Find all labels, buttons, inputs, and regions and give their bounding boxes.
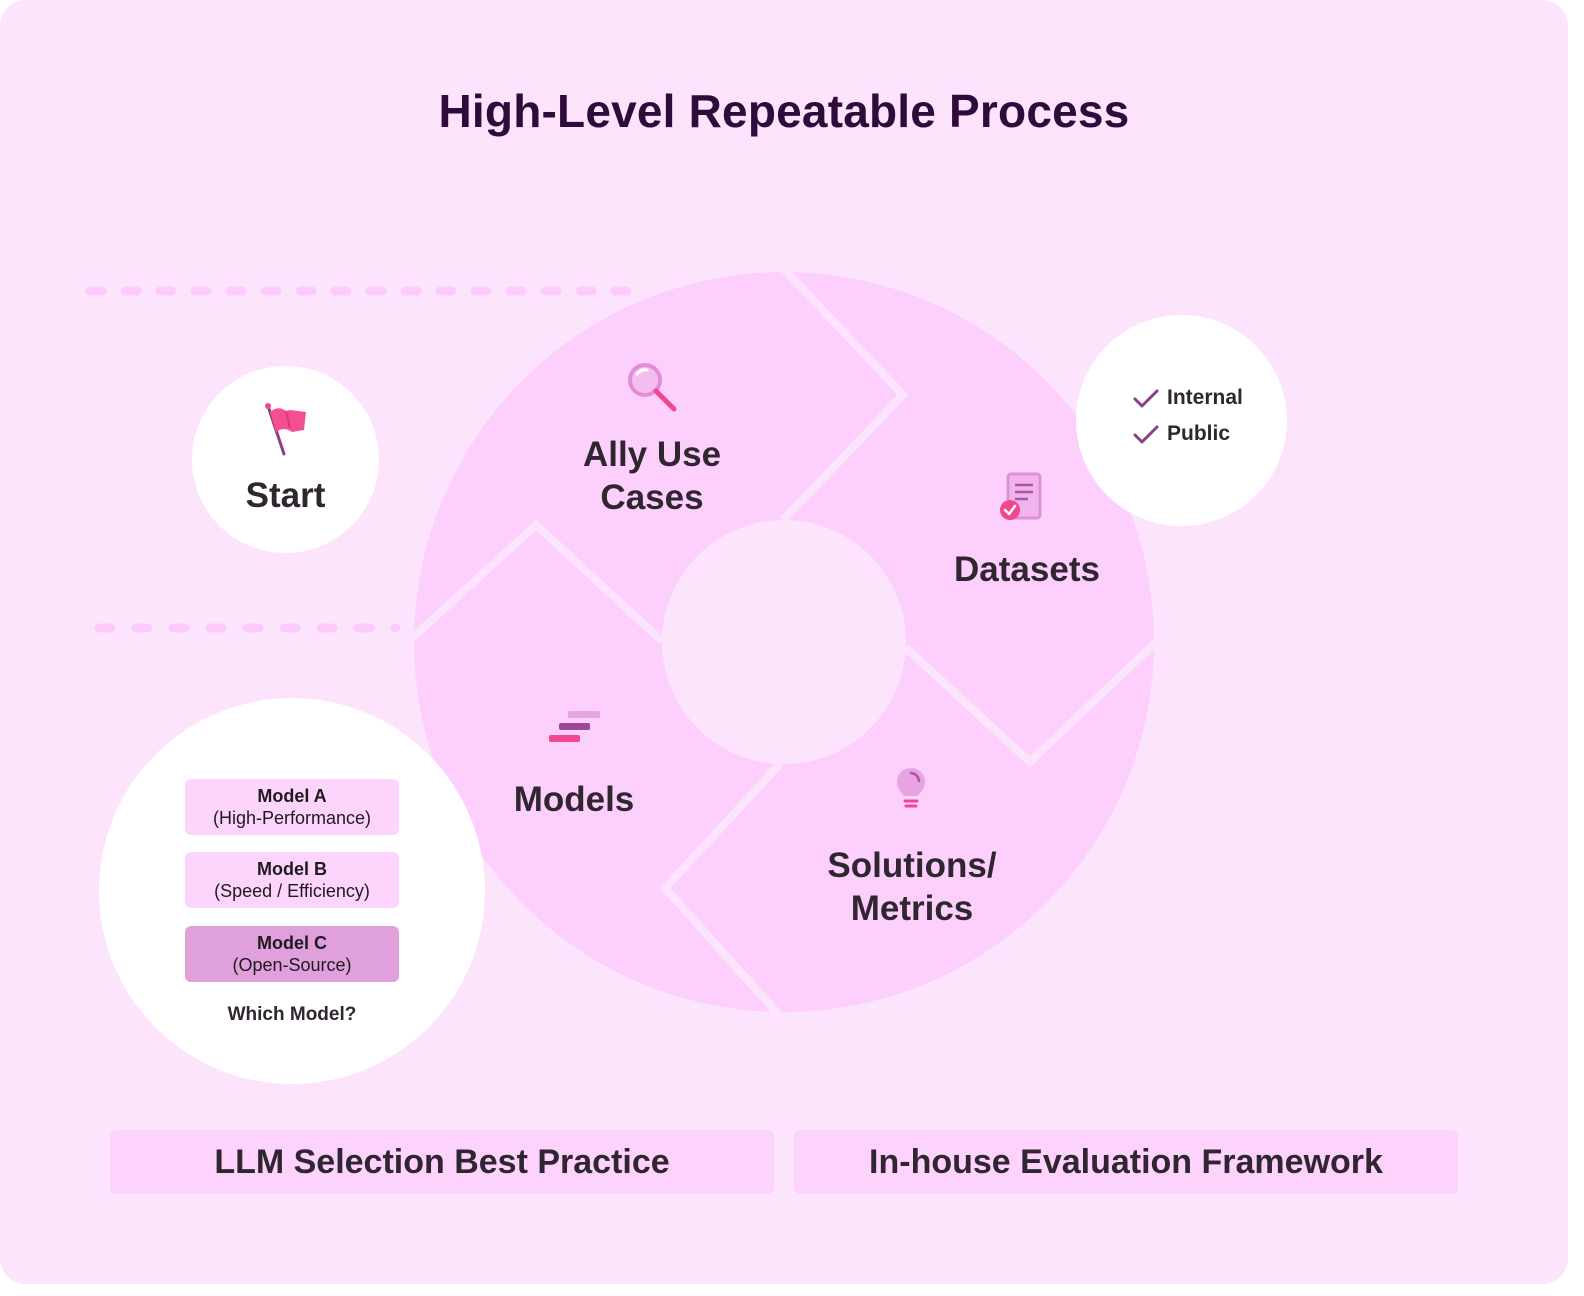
models-label: Models	[513, 780, 635, 819]
process-hub	[662, 520, 906, 764]
datasets-label: Datasets	[954, 550, 1100, 589]
segment-separators	[407, 265, 1161, 1019]
start-bubble	[192, 366, 379, 553]
model-option-c: Model C (Open-Source)	[185, 926, 399, 982]
which-model-question: Which Model?	[227, 1004, 357, 1025]
bars-icon	[549, 711, 600, 742]
model-description: (High-Performance)	[212, 808, 372, 828]
page-title: High-Level Repeatable Process	[438, 85, 1130, 137]
start-label: Start	[245, 476, 326, 515]
model-description: (Speed / Efficiency)	[214, 881, 370, 901]
dataset-source-label: Public	[1167, 422, 1231, 445]
check-icon	[1133, 425, 1159, 444]
document-check-icon	[1000, 472, 1042, 520]
footer-llm-selection: LLM Selection Best Practice	[110, 1130, 774, 1194]
model-name: Model C	[257, 933, 327, 953]
lightbulb-icon	[897, 768, 925, 808]
solutions-metrics-label: Solutions/ Metrics	[790, 844, 1034, 930]
model-name: Model B	[257, 859, 327, 879]
solutions-metrics-line2: Metrics	[850, 889, 974, 928]
dataset-sources-bubble	[1076, 315, 1287, 526]
solutions-metrics-line1: Solutions/	[827, 846, 997, 885]
footer-evaluation-framework: In-house Evaluation Framework	[794, 1130, 1458, 1194]
check-icon	[1133, 389, 1159, 408]
magnifier-icon	[628, 363, 677, 412]
model-option-a: Model A (High-Performance)	[185, 779, 399, 835]
ally-use-cases-label: Ally Use Cases	[530, 433, 774, 519]
ally-use-cases-line1: Ally Use	[582, 435, 722, 474]
dataset-source-label: Internal	[1167, 386, 1243, 409]
flag-icon	[265, 403, 306, 456]
model-description: (Open-Source)	[232, 955, 352, 975]
model-name: Model A	[257, 786, 327, 806]
model-option-b: Model B (Speed / Efficiency)	[185, 852, 399, 908]
ally-use-cases-line2: Cases	[600, 478, 704, 517]
